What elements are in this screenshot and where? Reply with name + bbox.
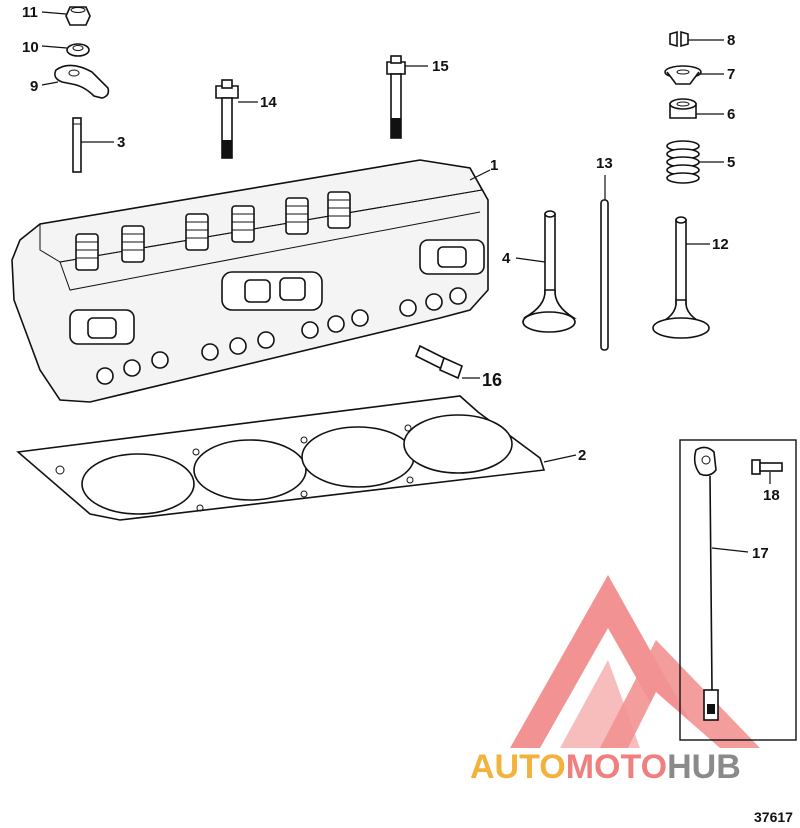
- part-6-seal: [669, 98, 724, 119]
- part-16-bolt: [414, 344, 480, 380]
- callout-10: 10: [22, 39, 39, 56]
- callout-11: 11: [22, 4, 38, 21]
- callout-4: 4: [502, 250, 511, 267]
- callout-18: 18: [763, 487, 780, 504]
- head-valve-springs: [75, 191, 351, 271]
- part-15-bolt: [386, 55, 428, 139]
- part-12-valve: [652, 216, 710, 339]
- part-14-bolt: [215, 79, 258, 159]
- part-10-washer: [41, 43, 90, 57]
- callout-6: 6: [727, 106, 735, 123]
- part-8-valve-keys: [669, 30, 724, 48]
- callout-5: 5: [727, 154, 735, 171]
- part-18-bolt: [751, 459, 783, 484]
- part-7-retainer: [664, 65, 724, 85]
- callout-labels: 11 10 9 3 14 15 1 16 2 4 13 12 8 7 6 5 1…: [22, 4, 780, 562]
- callout-16: 16: [482, 370, 502, 390]
- part-5-valve-spring: [666, 140, 724, 184]
- part-11-nut: [41, 6, 91, 26]
- watermark-text: AUTOMOTOHUB: [470, 748, 741, 786]
- part-2-head-gasket: [16, 395, 577, 521]
- callout-15: 15: [432, 58, 449, 75]
- callout-2: 2: [578, 447, 586, 464]
- callout-3: 3: [117, 134, 125, 151]
- watermark-hub: HUB: [667, 748, 741, 786]
- part-4-valve: [515, 210, 577, 333]
- callout-17: 17: [752, 545, 769, 562]
- callout-12: 12: [712, 236, 729, 253]
- svg-text:AUTOMOTOHUB: AUTOMOTOHUB: [470, 748, 741, 786]
- part-3-stud: [72, 117, 114, 173]
- part-1-cylinder-head: [11, 159, 491, 403]
- part-9-rocker-arm: [41, 64, 110, 99]
- callout-13: 13: [596, 155, 613, 172]
- callout-1: 1: [490, 157, 498, 174]
- callout-9: 9: [30, 78, 38, 95]
- figure-reference-number: 37617: [754, 809, 793, 825]
- knock-sensor-detail-box: [679, 439, 797, 741]
- watermark-logo-mark: [510, 575, 760, 748]
- part-13-push-rod: [600, 175, 609, 351]
- callout-7: 7: [727, 66, 735, 83]
- watermark-moto: MOTO: [566, 748, 667, 786]
- watermark-auto: AUTO: [470, 748, 566, 786]
- head-bolt-bosses: [96, 287, 467, 385]
- callout-8: 8: [727, 32, 735, 49]
- part-17-knock-sensor: [693, 446, 749, 721]
- callout-14: 14: [260, 94, 277, 111]
